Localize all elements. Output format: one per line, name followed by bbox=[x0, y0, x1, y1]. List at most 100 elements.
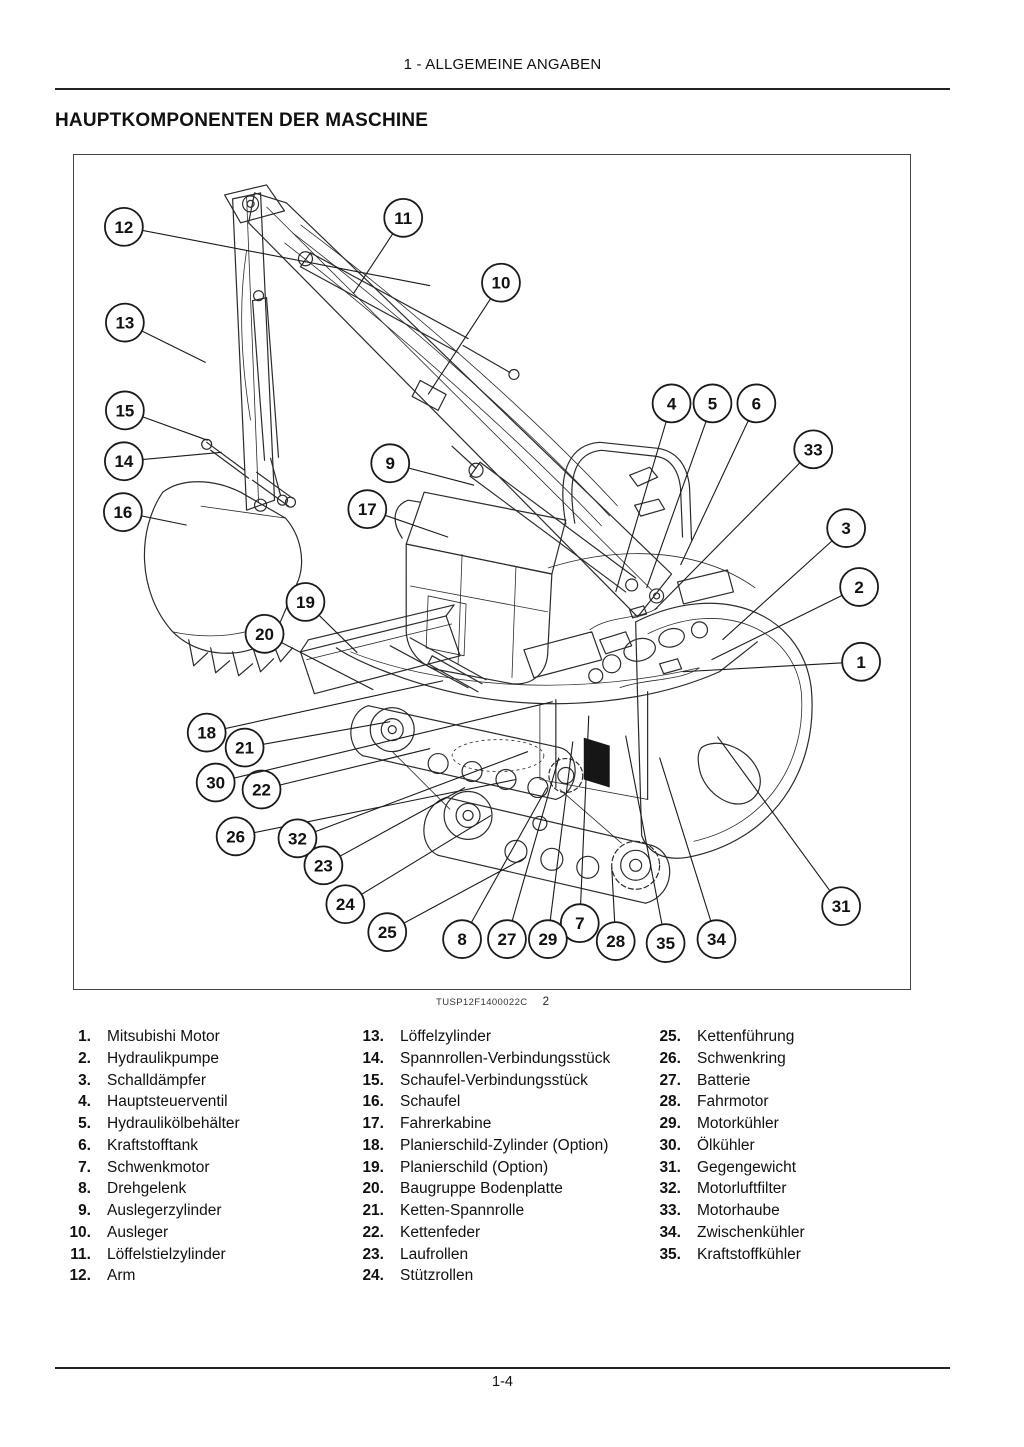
callout-23: 23 bbox=[303, 787, 466, 886]
legend-item-label: Schalldämpfer bbox=[107, 1071, 207, 1089]
callout-number: 12 bbox=[114, 218, 133, 237]
callout-2: 2 bbox=[711, 567, 879, 661]
callout-number: 13 bbox=[115, 314, 134, 333]
legend-item-number: 17. bbox=[362, 1115, 384, 1132]
legend-item-number: 29. bbox=[659, 1115, 681, 1132]
legend-item-12: 12.Arm bbox=[55, 1267, 348, 1289]
callout-leader-line bbox=[680, 403, 757, 566]
callout-leader-line bbox=[323, 787, 466, 866]
callout-11: 11 bbox=[352, 197, 424, 294]
excavator-diagram: 1234567891011121314151617181920212223242… bbox=[103, 184, 881, 963]
legend-item-label: Kettenführung bbox=[697, 1028, 795, 1045]
callout-8: 8 bbox=[442, 787, 548, 959]
callout-leader-line bbox=[579, 715, 590, 924]
chapter-header: 1 - ALLGEMEINE ANGABEN bbox=[403, 56, 602, 73]
legend-item-number: 27. bbox=[659, 1071, 681, 1089]
legend-item-25: 25.Kettenführung bbox=[645, 1028, 805, 1050]
legend-item-number: 30. bbox=[659, 1136, 681, 1154]
legend-item-10: 10. Ausleger bbox=[55, 1224, 348, 1246]
legend-item-number: 10. bbox=[69, 1223, 91, 1241]
legend-item-31: 31. Gegengewicht bbox=[645, 1159, 805, 1181]
legend-item-21: 21. Ketten-Spannrolle bbox=[348, 1202, 645, 1224]
legend-item-label: Laufrollen bbox=[400, 1245, 469, 1263]
legend-item-label: Motorkühler bbox=[697, 1115, 779, 1132]
callout-number: 20 bbox=[255, 625, 274, 644]
legend-item-label: Planierschild-Zylinder (Option) bbox=[400, 1136, 609, 1154]
legend-item-number: 11. bbox=[70, 1245, 91, 1263]
callout-32: 32 bbox=[277, 751, 529, 859]
legend-item-label: Schaufel-Verbindungsstück bbox=[400, 1071, 588, 1089]
callout-circle bbox=[105, 302, 145, 343]
legend-item-label: Ketten-Spannrolle bbox=[400, 1202, 525, 1219]
callout-number: 21 bbox=[235, 739, 254, 758]
callout-leader-line bbox=[625, 735, 667, 944]
callout-circle bbox=[186, 712, 227, 753]
callout-circle bbox=[103, 492, 143, 532]
callout-number: 9 bbox=[386, 454, 395, 473]
callout-circle bbox=[736, 383, 777, 424]
legend-item-18: 18.Planierschild-Zylinder (Option) bbox=[348, 1137, 645, 1159]
legend-item-number: 31. bbox=[659, 1158, 681, 1176]
callout-circle bbox=[645, 923, 686, 963]
callout-leader-line bbox=[659, 757, 717, 940]
legend-item-label: Ausleger bbox=[107, 1223, 169, 1241]
callout-number: 17 bbox=[358, 500, 377, 519]
callout-circle bbox=[651, 383, 692, 424]
legend-item-label: Schwenkring bbox=[697, 1049, 786, 1067]
callout-leader-line bbox=[717, 736, 842, 907]
legend-item-number: 21. bbox=[362, 1202, 384, 1219]
callout-number: 2 bbox=[854, 578, 863, 597]
callout-25: 25 bbox=[367, 856, 527, 952]
legend-item-label: Mitsubishi Motor bbox=[107, 1028, 220, 1045]
legend-item-number: 8. bbox=[78, 1180, 91, 1198]
callout-circle bbox=[528, 919, 568, 959]
legend-item-number: 1. bbox=[78, 1028, 91, 1045]
callout-circle bbox=[821, 886, 862, 927]
legend-item-number: 28. bbox=[659, 1093, 681, 1111]
callout-30: 30 bbox=[195, 701, 553, 803]
legend-item-label: Löffelstielzylinder bbox=[107, 1245, 226, 1263]
callout-circle bbox=[347, 489, 388, 530]
figure-caption-code: TUSP12F1400022C bbox=[436, 997, 528, 1008]
legend-item-number: 26. bbox=[659, 1049, 681, 1067]
callout-circle bbox=[224, 727, 265, 768]
callout-leader-line bbox=[206, 680, 444, 734]
callout-circle bbox=[104, 441, 144, 482]
callout-number: 6 bbox=[752, 394, 761, 413]
legend-item-number: 9. bbox=[78, 1202, 91, 1219]
callout-16: 16 bbox=[103, 492, 187, 532]
callout-number: 7 bbox=[575, 914, 584, 933]
legend-item-label: Kraftstoffkühler bbox=[697, 1245, 801, 1263]
legend-item-label: Fahrerkabine bbox=[400, 1115, 492, 1132]
legend-item-label: Ölkühler bbox=[697, 1136, 755, 1154]
legend-item-number: 6. bbox=[78, 1136, 91, 1154]
callout-number: 3 bbox=[841, 519, 850, 538]
callout-number: 22 bbox=[252, 780, 271, 799]
callout-leader-line bbox=[244, 721, 391, 749]
callout-leader-line bbox=[297, 751, 529, 839]
callout-circle bbox=[481, 262, 521, 303]
legend-item-number: 35. bbox=[659, 1245, 681, 1263]
page-number: 1-4 bbox=[492, 1374, 513, 1390]
legend-item-number: 16. bbox=[362, 1093, 384, 1111]
legend-item-4: 4.Hauptsteuerventil bbox=[55, 1093, 348, 1115]
legend-item-number: 3. bbox=[78, 1071, 91, 1089]
callout-circle bbox=[559, 903, 600, 944]
legend-item-label: Gegengewicht bbox=[697, 1158, 797, 1176]
legend-item-number: 13. bbox=[362, 1028, 384, 1045]
callout-number: 27 bbox=[498, 930, 517, 949]
callout-6: 6 bbox=[680, 383, 777, 566]
legend-item-1: 1. Mitsubishi Motor bbox=[55, 1028, 348, 1050]
callout-19: 19 bbox=[285, 582, 358, 654]
callout-circle bbox=[793, 429, 834, 470]
figure-caption-number: 2 bbox=[542, 996, 550, 1008]
header-rule bbox=[55, 88, 950, 90]
callout-9: 9 bbox=[370, 443, 475, 486]
callout-number: 33 bbox=[804, 440, 823, 459]
figure-caption: TUSP12F1400022C 2 bbox=[436, 996, 549, 1008]
legend-item-label: Fahrmotor bbox=[697, 1093, 769, 1111]
callout-number: 26 bbox=[226, 827, 245, 846]
callout-15: 15 bbox=[105, 390, 208, 441]
